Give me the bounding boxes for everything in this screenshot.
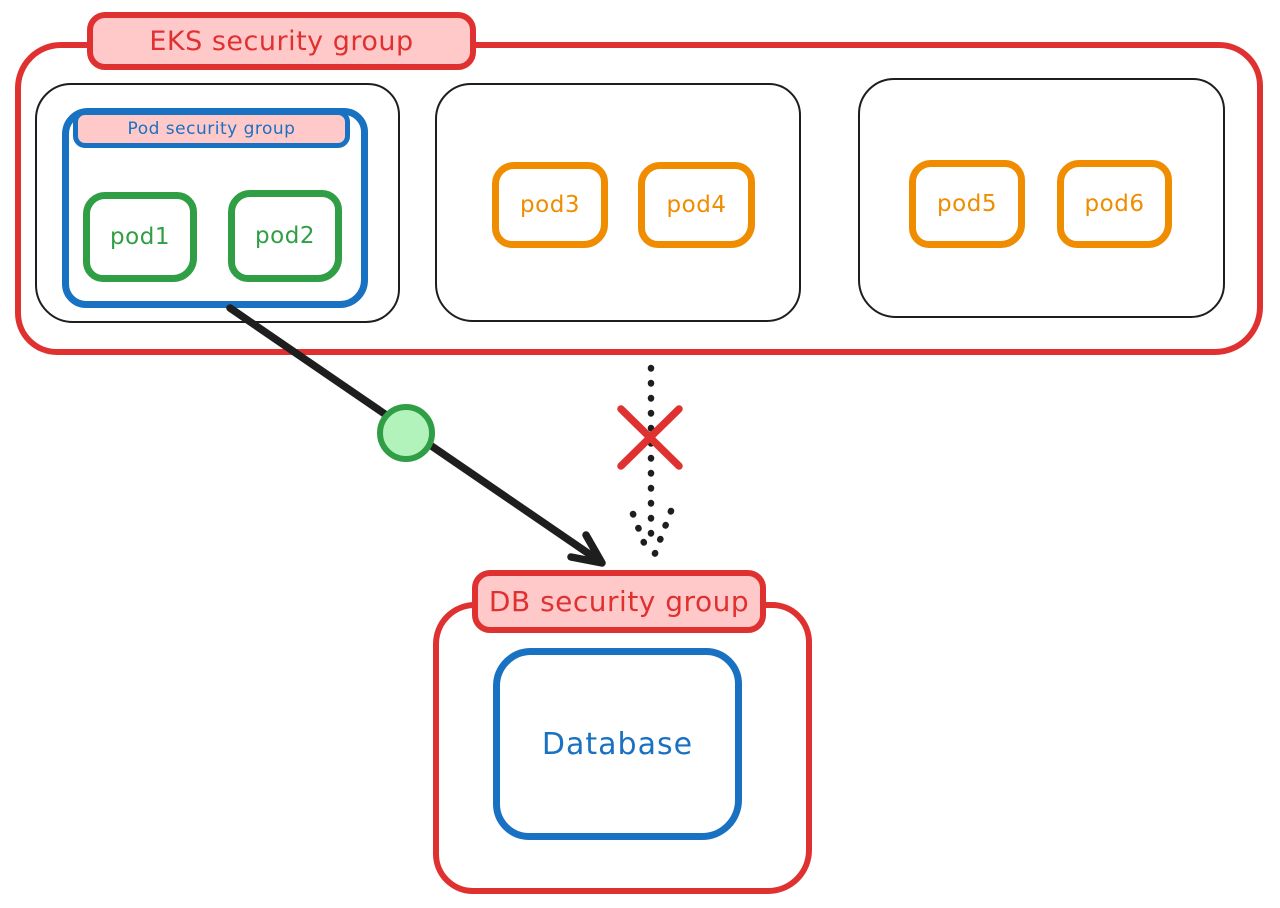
pod2-box: pod2	[228, 190, 342, 282]
pod4-box: pod4	[638, 162, 755, 248]
eks-security-group-badge: EKS security group	[87, 12, 476, 70]
pod5-box: pod5	[909, 160, 1025, 248]
eks-security-group-label: EKS security group	[149, 25, 414, 57]
pod-security-group-badge: Pod security group	[73, 110, 350, 148]
pod6-label: pod6	[1084, 191, 1145, 217]
pod4-label: pod4	[666, 192, 727, 218]
database-box: Database	[493, 648, 742, 840]
pod3-box: pod3	[492, 162, 608, 248]
green-circle-icon	[377, 404, 435, 462]
pod6-box: pod6	[1057, 160, 1172, 248]
db-security-group-label: DB security group	[488, 585, 750, 618]
db-security-group-badge: DB security group	[472, 570, 766, 633]
pod1-label: pod1	[110, 224, 170, 250]
eks-security-group-box	[15, 42, 1263, 355]
pod3-label: pod3	[520, 192, 580, 218]
pod5-label: pod5	[937, 191, 997, 217]
blocked-connection-arrow	[629, 364, 675, 560]
pod2-label: pod2	[255, 223, 315, 249]
database-label: Database	[541, 726, 694, 762]
pod-security-group-label: Pod security group	[127, 119, 296, 139]
red-x-icon	[617, 405, 683, 470]
pod1-box: pod1	[83, 192, 197, 282]
